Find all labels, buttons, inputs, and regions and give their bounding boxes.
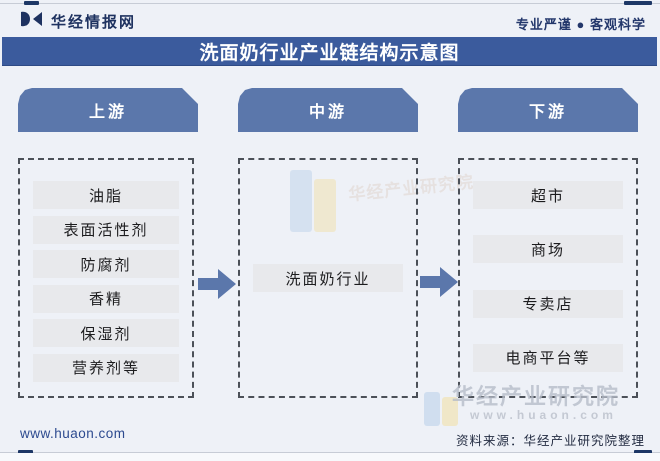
upstream-item: 营养剂等 bbox=[33, 353, 179, 382]
upstream-item: 保湿剂 bbox=[33, 319, 179, 348]
midstream-item: 洗面奶行业 bbox=[253, 264, 403, 292]
downstream-box: 超市 商场 专卖店 电商平台等 bbox=[458, 158, 638, 398]
midstream-label: 中游 bbox=[308, 104, 347, 121]
bottom-band bbox=[0, 453, 660, 461]
upstream-item: 油脂 bbox=[33, 181, 179, 209]
top-rule-right-dash bbox=[624, 1, 652, 5]
column-header-downstream: 下游 bbox=[458, 88, 638, 132]
downstream-item: 超市 bbox=[473, 181, 623, 209]
watermark-site-text: www.huaon.com bbox=[470, 408, 617, 422]
watermark-logo-yellow-part bbox=[442, 396, 458, 426]
bottom-rule-right-dash bbox=[634, 450, 652, 454]
upstream-box: 油脂 表面活性剂 防腐剂 香精 保湿剂 营养剂等 bbox=[18, 158, 194, 398]
watermark-logo-bottom bbox=[424, 392, 458, 426]
upstream-label: 上游 bbox=[88, 104, 127, 121]
top-rule bbox=[0, 3, 660, 4]
title-bar: 洗面奶行业产业链结构示意图 bbox=[2, 37, 657, 66]
bottom-rule-left-dash bbox=[18, 450, 33, 454]
upstream-item: 防腐剂 bbox=[33, 250, 179, 279]
upstream-item: 表面活性剂 bbox=[33, 215, 179, 244]
downstream-item: 电商平台等 bbox=[473, 343, 623, 372]
top-rule-left-dash bbox=[24, 1, 39, 5]
brand-logo-icon bbox=[20, 11, 43, 32]
brand-tagline: 专业严谨 ● 客观科学 bbox=[515, 17, 646, 32]
downstream-label: 下游 bbox=[528, 104, 567, 121]
footer-source: 资料来源：华经产业研究院整理 bbox=[455, 434, 645, 448]
page-title: 洗面奶行业产业链结构示意图 bbox=[199, 42, 460, 64]
downstream-item: 商场 bbox=[473, 235, 623, 264]
column-header-midstream: 中游 bbox=[238, 88, 418, 132]
arrow-midstream-to-downstream-icon bbox=[420, 267, 458, 297]
footer-website: www.huaon.com bbox=[20, 426, 126, 441]
upstream-item: 香精 bbox=[33, 284, 179, 313]
brand: 华经情报网 bbox=[20, 11, 136, 32]
bottom-rule bbox=[0, 452, 660, 453]
watermark-logo-blue-part bbox=[424, 392, 440, 426]
column-header-upstream: 上游 bbox=[18, 88, 198, 132]
brand-name: 华经情报网 bbox=[51, 14, 137, 31]
downstream-item: 专卖店 bbox=[473, 289, 623, 318]
arrow-upstream-to-midstream-icon bbox=[198, 269, 236, 299]
midstream-box: 洗面奶行业 bbox=[238, 158, 418, 398]
